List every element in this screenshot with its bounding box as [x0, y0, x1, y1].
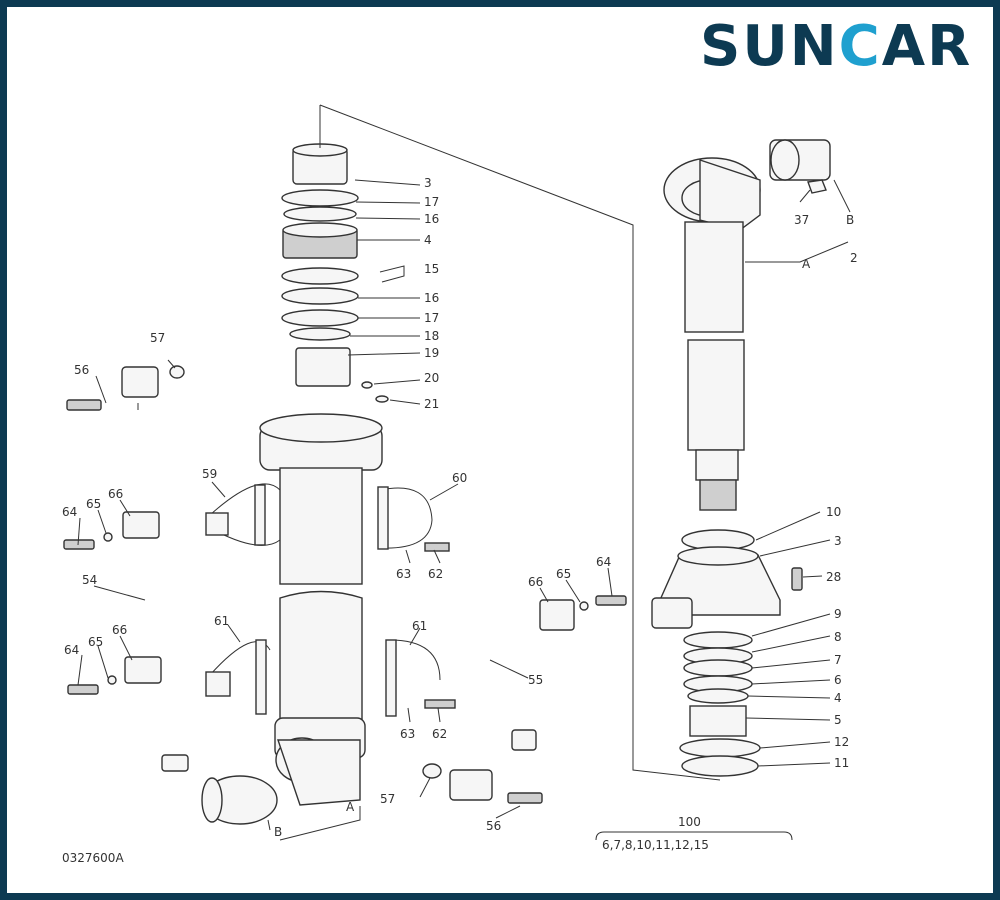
label-66: 66 — [528, 575, 543, 589]
label-54: 54 — [82, 573, 97, 587]
label-19: 19 — [424, 346, 439, 360]
label-11: 11 — [834, 756, 849, 770]
drawing-code: 0327600A — [62, 851, 124, 865]
label-64: 64 — [64, 643, 79, 657]
left-pipe-assembly — [63, 365, 189, 772]
label-60: 60 — [452, 471, 467, 485]
label-65: 65 — [88, 635, 103, 649]
label-2: 2 — [850, 251, 858, 265]
logo-text-sun: SUN — [700, 14, 839, 79]
label-28: 28 — [826, 570, 841, 584]
label-37: 37 — [794, 213, 809, 227]
label-4: 4 — [424, 233, 432, 247]
label-63: 63 — [396, 567, 411, 581]
label-5: 5 — [834, 713, 842, 727]
kit-number: 100 — [678, 815, 701, 829]
label-16: 16 — [424, 212, 439, 226]
cylinder-tube — [201, 413, 442, 825]
label-65: 65 — [86, 497, 101, 511]
label-A: A — [802, 257, 811, 271]
label-65: 65 — [556, 567, 571, 581]
label-B: B — [846, 213, 854, 227]
kit-contents: 6,7,8,10,11,12,15 — [602, 838, 709, 852]
suncar-logo: SUNCAR — [700, 14, 972, 79]
logo-text-c: C — [838, 14, 882, 79]
label-21: 21 — [424, 397, 439, 411]
label-10: 10 — [826, 505, 841, 519]
label-B: B — [274, 825, 282, 839]
label-20: 20 — [424, 371, 439, 385]
label-16: 16 — [424, 291, 439, 305]
label-63: 63 — [400, 727, 415, 741]
pipe-clamps — [205, 483, 456, 717]
piston-rod — [663, 139, 831, 511]
cylinder-head-assembly — [651, 529, 803, 777]
label-17: 17 — [424, 195, 439, 209]
label-66: 66 — [112, 623, 127, 637]
label-4: 4 — [834, 691, 842, 705]
piston-seal-stack — [281, 143, 389, 403]
guide-lines — [77, 104, 851, 841]
label-57: 57 — [150, 331, 165, 345]
label-6: 6 — [834, 673, 842, 687]
label-64: 64 — [596, 555, 611, 569]
label-61: 61 — [412, 619, 427, 633]
label-18: 18 — [424, 329, 439, 343]
label-12: 12 — [834, 735, 849, 749]
label-8: 8 — [834, 630, 842, 644]
label-A: A — [346, 800, 355, 814]
logo-text-ar: AR — [881, 14, 973, 79]
label-59: 59 — [202, 467, 217, 481]
label-3: 3 — [424, 176, 432, 190]
label-56: 56 — [486, 819, 501, 833]
label-64: 64 — [62, 505, 77, 519]
label-57: 57 — [380, 792, 395, 806]
label-56: 56 — [74, 363, 89, 377]
label-9: 9 — [834, 607, 842, 621]
label-7: 7 — [834, 653, 842, 667]
label-62: 62 — [428, 567, 443, 581]
label-15: 15 — [424, 262, 439, 276]
label-62: 62 — [432, 727, 447, 741]
right-pipe-assembly — [449, 567, 627, 804]
label-3: 3 — [834, 534, 842, 548]
label-55: 55 — [528, 673, 543, 687]
label-66: 66 — [108, 487, 123, 501]
label-17: 17 — [424, 311, 439, 325]
label-61: 61 — [214, 614, 229, 628]
part-labels: 3 17 16 4 15 16 17 18 19 20 21 57 56 59 … — [62, 176, 858, 865]
